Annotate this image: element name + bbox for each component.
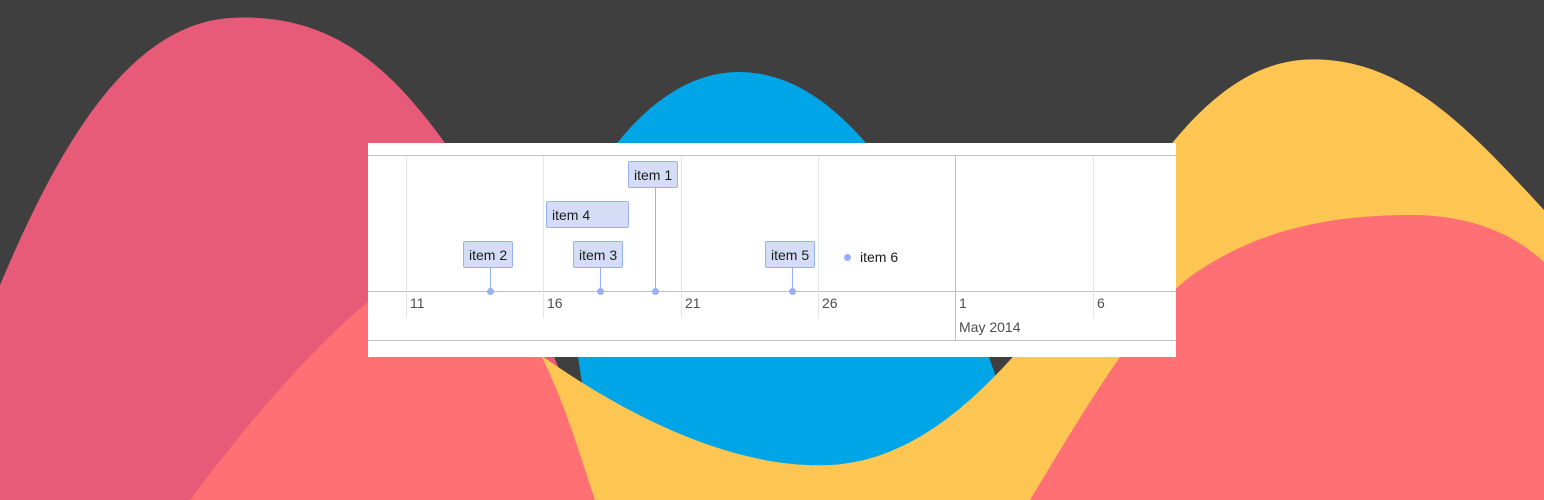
- item-6-label: item 6: [860, 249, 899, 265]
- timeline-item-4[interactable]: item 4: [546, 201, 629, 228]
- axis-tick-label: 11: [410, 295, 425, 311]
- axis-line: [368, 291, 1176, 292]
- axis-major-label: May 2014: [959, 319, 1021, 335]
- axis-tick-label: 26: [822, 295, 838, 311]
- item-2-connector: [490, 268, 491, 291]
- grid-line-minor: [818, 156, 819, 318]
- timeline-top-border: [368, 155, 1176, 156]
- timeline-item-1[interactable]: item 1: [628, 161, 679, 188]
- timeline-item-3[interactable]: item 3: [573, 241, 624, 268]
- timeline-bottom-border: [368, 340, 1176, 341]
- item-6-dot: [844, 253, 851, 261]
- timeline-item-5[interactable]: item 5: [765, 241, 816, 268]
- axis-tick-label: 6: [1097, 295, 1105, 311]
- timeline-widget[interactable]: 11 16 21 26 1 6 May 2014 item 1 item 4 i…: [368, 143, 1176, 357]
- item-3-connector: [600, 268, 601, 291]
- item-5-dot: [789, 288, 796, 295]
- grid-line-minor: [406, 156, 407, 318]
- timeline-item-6[interactable]: item 6: [844, 247, 898, 267]
- item-1-dot: [652, 288, 659, 295]
- item-2-dot: [487, 288, 494, 295]
- wave-coral-right: [1030, 215, 1544, 500]
- item-1-connector: [655, 188, 656, 291]
- item-3-dot: [597, 288, 604, 295]
- grid-line-minor: [543, 156, 544, 318]
- grid-line-minor: [681, 156, 682, 318]
- axis-tick-label: 1: [959, 295, 967, 311]
- grid-line-minor: [1093, 156, 1094, 318]
- item-5-connector: [792, 268, 793, 291]
- axis-tick-label: 21: [685, 295, 701, 311]
- timeline-item-2[interactable]: item 2: [463, 241, 514, 268]
- grid-line-major: [955, 156, 956, 340]
- axis-tick-label: 16: [547, 295, 563, 311]
